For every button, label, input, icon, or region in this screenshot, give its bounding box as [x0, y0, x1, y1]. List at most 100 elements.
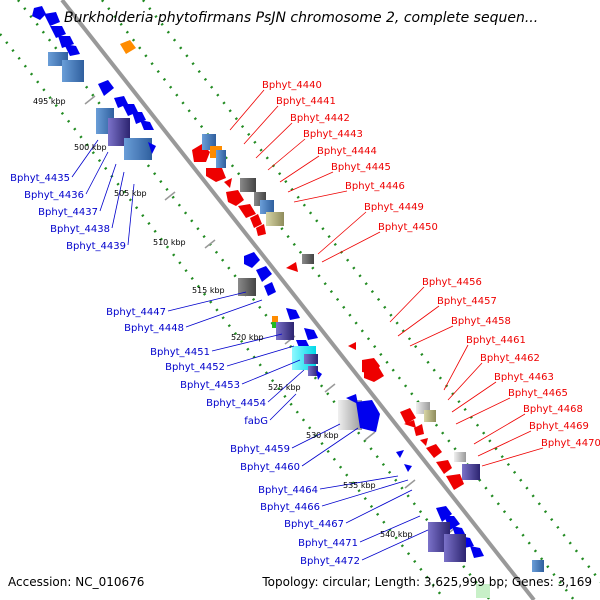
gene-reverse-arrow[interactable]	[238, 204, 256, 218]
gene-label-left[interactable]: Bphyt_4447	[106, 307, 166, 318]
gene-box[interactable]	[444, 534, 466, 562]
ruler-tick	[164, 191, 176, 201]
gene-reverse-arrow[interactable]	[420, 438, 428, 446]
gene-label-right[interactable]: Bphyt_4450	[378, 222, 438, 233]
gene-forward-arrow[interactable]	[396, 450, 404, 458]
gene-box[interactable]	[276, 322, 294, 340]
gene-reverse-arrow[interactable]	[364, 366, 384, 382]
gene-label-right[interactable]: Bphyt_4443	[303, 129, 363, 140]
gene-forward-arrow[interactable]	[304, 328, 318, 340]
gene-box[interactable]	[272, 322, 278, 328]
gene-label-left[interactable]: Bphyt_4453	[180, 380, 240, 391]
gene-reverse-arrow[interactable]	[120, 40, 136, 54]
gene-reverse-arrow[interactable]	[426, 444, 442, 458]
gene-reverse-arrow[interactable]	[286, 262, 298, 272]
gene-label-right[interactable]: Bphyt_4463	[494, 372, 554, 383]
gene-label-left[interactable]: Bphyt_4438	[50, 224, 110, 235]
gene-box[interactable]	[272, 316, 278, 322]
gene-forward-arrow[interactable]	[44, 12, 60, 26]
gene-label-left[interactable]: Bphyt_4452	[165, 362, 225, 373]
gene-reverse-arrow[interactable]	[400, 408, 416, 424]
gene-box[interactable]	[454, 452, 466, 462]
gene-reverse-arrow[interactable]	[404, 420, 416, 428]
gene-label-right[interactable]: Bphyt_4456	[422, 277, 482, 288]
gene-label-left[interactable]: Bphyt_4437	[38, 207, 98, 218]
gene-forward-arrow[interactable]	[444, 516, 460, 530]
gene-box[interactable]	[532, 560, 544, 572]
leader-line-left	[185, 299, 263, 328]
gene-label-right[interactable]: Bphyt_4462	[480, 353, 540, 364]
gene-forward-arrow[interactable]	[98, 80, 114, 96]
leader-line-right	[473, 413, 526, 445]
gene-box[interactable]	[476, 584, 490, 598]
gene-forward-arrow[interactable]	[32, 6, 46, 20]
gene-box[interactable]	[240, 178, 256, 192]
gene-forward-arrow[interactable]	[148, 142, 156, 154]
gene-reverse-arrow[interactable]	[226, 190, 244, 206]
gene-label-left[interactable]: Bphyt_4464	[258, 485, 318, 496]
gene-label-left[interactable]: Bphyt_4448	[124, 323, 184, 334]
gene-forward-arrow[interactable]	[404, 464, 412, 472]
gene-label-left[interactable]: Bphyt_4451	[150, 347, 210, 358]
gene-forward-arrow[interactable]	[436, 506, 452, 522]
gene-reverse-arrow[interactable]	[348, 342, 356, 350]
gene-box[interactable]	[266, 212, 284, 226]
gene-box[interactable]	[124, 138, 152, 160]
gene-label-left[interactable]: Bphyt_4472	[300, 556, 360, 567]
gene-box[interactable]	[62, 60, 84, 82]
gene-forward-arrow[interactable]	[244, 252, 260, 268]
gene-reverse-arrow[interactable]	[446, 474, 464, 490]
gene-reverse-arrow[interactable]	[224, 178, 232, 188]
gene-forward-arrow[interactable]	[256, 266, 272, 282]
gene-box[interactable]	[238, 278, 256, 296]
gene-label-right[interactable]: Bphyt_4470	[541, 438, 600, 449]
gene-reverse-arrow[interactable]	[436, 460, 452, 474]
gene-label-left[interactable]: Bphyt_4439	[66, 241, 126, 252]
gene-label-right[interactable]: Bphyt_4469	[529, 421, 589, 432]
gene-label-right[interactable]: Bphyt_4465	[508, 388, 568, 399]
gene-label-left[interactable]: fabG	[244, 416, 268, 427]
gene-label-right[interactable]: Bphyt_4444	[317, 146, 377, 157]
gene-label-right[interactable]: Bphyt_4440	[262, 80, 322, 91]
gene-label-left[interactable]: Bphyt_4467	[284, 519, 344, 530]
gene-box[interactable]	[424, 410, 436, 422]
gene-forward-arrow[interactable]	[286, 308, 300, 320]
gene-forward-arrow[interactable]	[140, 120, 154, 130]
gene-forward-arrow[interactable]	[50, 26, 66, 38]
gene-forward-arrow[interactable]	[346, 394, 358, 404]
gene-label-left[interactable]: Bphyt_4435	[10, 173, 70, 184]
outer-right-dotted-track	[142, 0, 600, 583]
gene-label-left[interactable]: Bphyt_4466	[260, 502, 320, 513]
gene-label-right[interactable]: Bphyt_4441	[276, 96, 336, 107]
gene-label-right[interactable]: Bphyt_4449	[364, 202, 424, 213]
gene-box[interactable]	[260, 200, 274, 214]
gene-label-left[interactable]: Bphyt_4454	[206, 398, 266, 409]
gene-box[interactable]	[462, 464, 480, 480]
gene-label-right[interactable]: Bphyt_4457	[437, 296, 497, 307]
gene-label-right[interactable]: Bphyt_4446	[345, 181, 405, 192]
gene-label-right[interactable]: Bphyt_4458	[451, 316, 511, 327]
gene-label-right[interactable]: Bphyt_4442	[290, 113, 350, 124]
gene-label-right[interactable]: Bphyt_4461	[466, 335, 526, 346]
gene-box[interactable]	[304, 354, 318, 364]
gene-forward-arrow[interactable]	[470, 546, 484, 558]
gene-label-right[interactable]: Bphyt_4468	[523, 404, 583, 415]
gene-box[interactable]	[302, 254, 314, 264]
gene-label-right[interactable]: Bphyt_4445	[331, 162, 391, 173]
gene-reverse-arrow[interactable]	[206, 168, 226, 182]
gene-label-left[interactable]: Bphyt_4459	[230, 444, 290, 455]
gene-reverse-arrow[interactable]	[256, 224, 266, 236]
leader-line-right	[443, 344, 469, 391]
gene-forward-arrow[interactable]	[264, 282, 276, 296]
gene-forward-arrow[interactable]	[356, 400, 380, 432]
gene-box[interactable]	[308, 366, 318, 376]
gene-box[interactable]	[216, 150, 226, 168]
gene-forward-arrow[interactable]	[64, 44, 80, 56]
gene-forward-arrow[interactable]	[316, 370, 322, 380]
gene-label-left[interactable]: Bphyt_4471	[298, 538, 358, 549]
gene-label-left[interactable]: Bphyt_4460	[240, 462, 300, 473]
gene-reverse-arrow[interactable]	[250, 214, 262, 228]
gene-label-left[interactable]: Bphyt_4436	[24, 190, 84, 201]
gene-reverse-arrow[interactable]	[414, 424, 424, 436]
left-gene-labels: Bphyt_4435Bphyt_4436Bphyt_4437Bphyt_4438…	[10, 173, 360, 567]
